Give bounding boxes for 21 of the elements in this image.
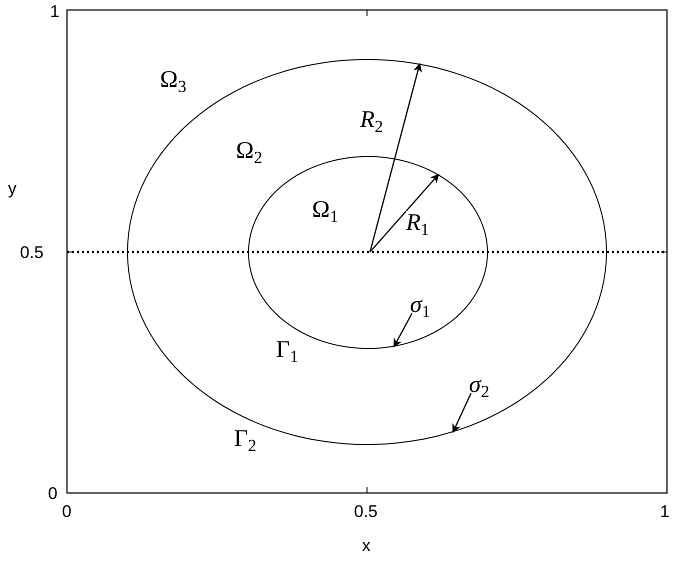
axis-label: x — [362, 537, 370, 554]
boundary-label: Γ$_{2}$ — [234, 427, 256, 454]
axis-label: y — [8, 180, 16, 197]
boundary-label: Γ$_{1}$ — [276, 338, 298, 365]
edge-label: R$_{2}$ — [360, 108, 384, 135]
region-label: Ω$_{2}$ — [236, 139, 262, 166]
region-label: Ω$_{1}$ — [312, 198, 338, 225]
leader-arrow — [393, 312, 413, 348]
boundary-parameter-label: σ$_{1}$ — [410, 293, 430, 320]
tick-label: 0.5 — [20, 244, 44, 261]
tick-label: 0 — [62, 503, 72, 520]
tick-label: 0.5 — [354, 503, 378, 520]
tick-label: 1 — [660, 503, 670, 520]
leader-arrow — [452, 392, 472, 433]
tick-label: 0 — [48, 485, 58, 502]
edge-label: R$_{1}$ — [406, 211, 430, 238]
radius-arrow — [370, 174, 440, 252]
region-label: Ω$_{3}$ — [160, 68, 186, 95]
boundary-parameter-label: σ$_{2}$ — [469, 373, 490, 400]
radius-arrow — [369, 62, 422, 252]
tick-label: 1 — [50, 3, 60, 20]
